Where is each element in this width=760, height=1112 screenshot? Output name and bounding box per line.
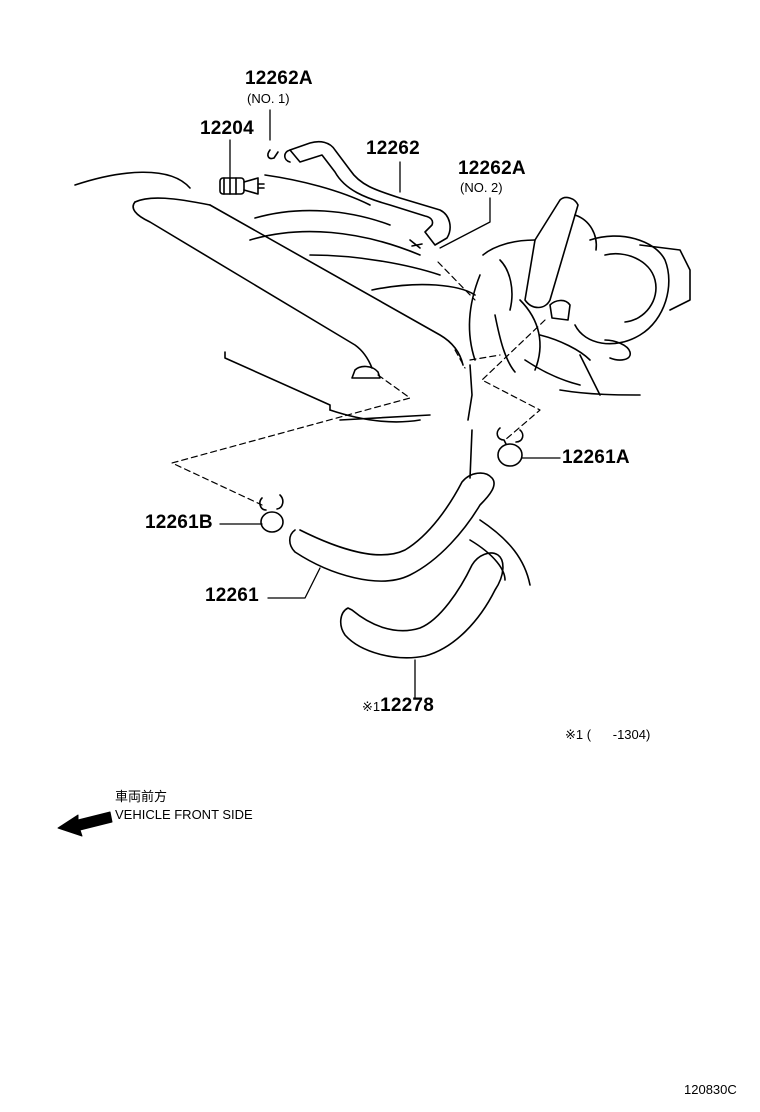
label-12278-number: 12278 (380, 695, 434, 716)
clamp-12261B (259, 494, 284, 533)
label-12262: 12262 (366, 138, 420, 159)
throttle-body (468, 196, 691, 396)
label-12261B: 12261B (145, 512, 213, 533)
engine-outline (74, 171, 531, 586)
label-12262A-no1-sub: (NO. 1) (247, 91, 290, 106)
label-12262A-no1: 12262A (245, 68, 313, 89)
hose-12278 (339, 552, 504, 659)
label-12262A-no2-sub: (NO. 2) (460, 180, 503, 195)
label-12278-prefix: ※1 (362, 699, 381, 714)
figure-id: 120830C (684, 1082, 737, 1097)
label-12261: 12261 (205, 585, 259, 606)
leader-lines (219, 109, 561, 699)
arrow-left-icon (57, 811, 113, 837)
footnote: ※1 ( -1304) (565, 727, 651, 742)
valve-12204 (219, 177, 265, 195)
dashed-lines (171, 261, 546, 506)
clip-12262A-no1 (267, 149, 279, 160)
label-12261A: 12261A (562, 447, 630, 468)
orientation-en: VEHICLE FRONT SIDE (115, 807, 253, 822)
clip-12262A-no2 (409, 239, 423, 249)
label-12278: ※112278 (362, 695, 434, 717)
label-12262A-no2: 12262A (458, 158, 526, 179)
label-12204: 12204 (200, 118, 254, 139)
hose-12261 (288, 472, 495, 582)
orientation-jp: 車両前方 (115, 789, 168, 804)
hose-12262 (283, 140, 451, 246)
clamp-12261A (496, 427, 524, 467)
